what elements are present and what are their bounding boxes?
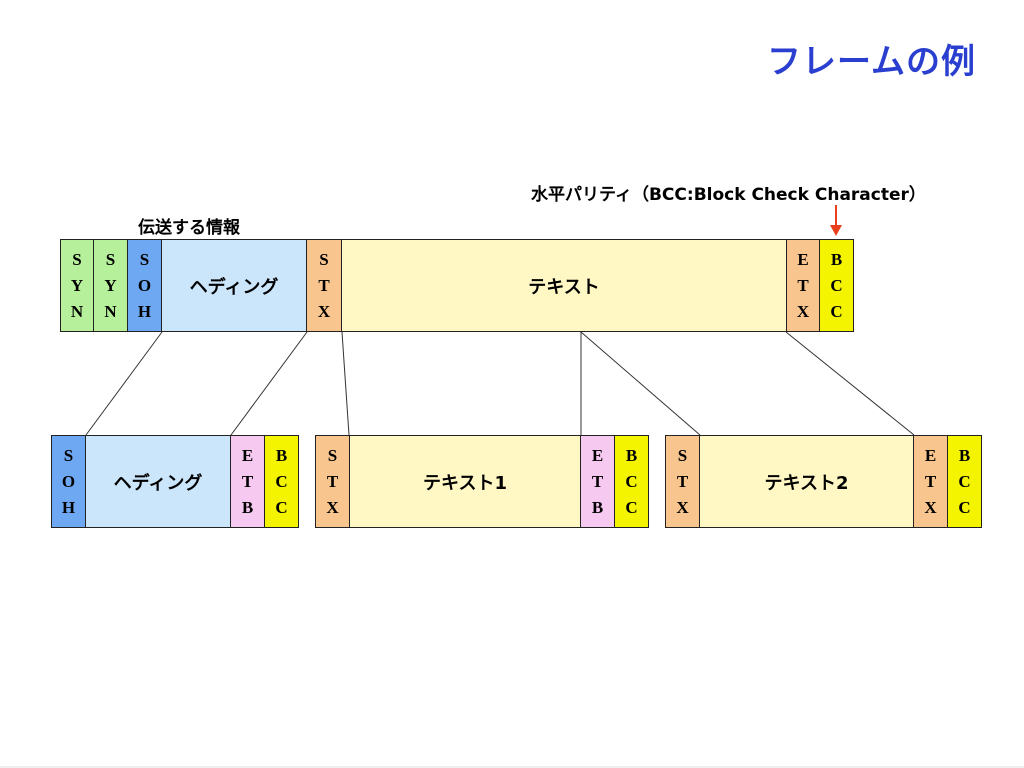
page-title: フレームの例	[767, 42, 976, 82]
block1-heading-field: ヘディング	[85, 435, 231, 528]
connector-stx-left	[341, 331, 350, 436]
info-label: 伝送する情報	[138, 218, 240, 238]
parity-label: 水平パリティ（BCC:Block Check Character）	[531, 185, 926, 205]
block3-text-field: テキスト2	[699, 435, 914, 528]
text-field: テキスト	[341, 239, 787, 332]
connector-etx-right	[785, 331, 915, 436]
connector-text-split-2	[580, 331, 701, 436]
arrow-head	[830, 225, 842, 236]
heading-field: ヘディング	[161, 239, 307, 332]
block2-text-field: テキスト1	[349, 435, 581, 528]
connector-soh-left	[85, 331, 163, 436]
connector-heading-right	[230, 331, 308, 436]
footer-divider	[0, 766, 1024, 768]
